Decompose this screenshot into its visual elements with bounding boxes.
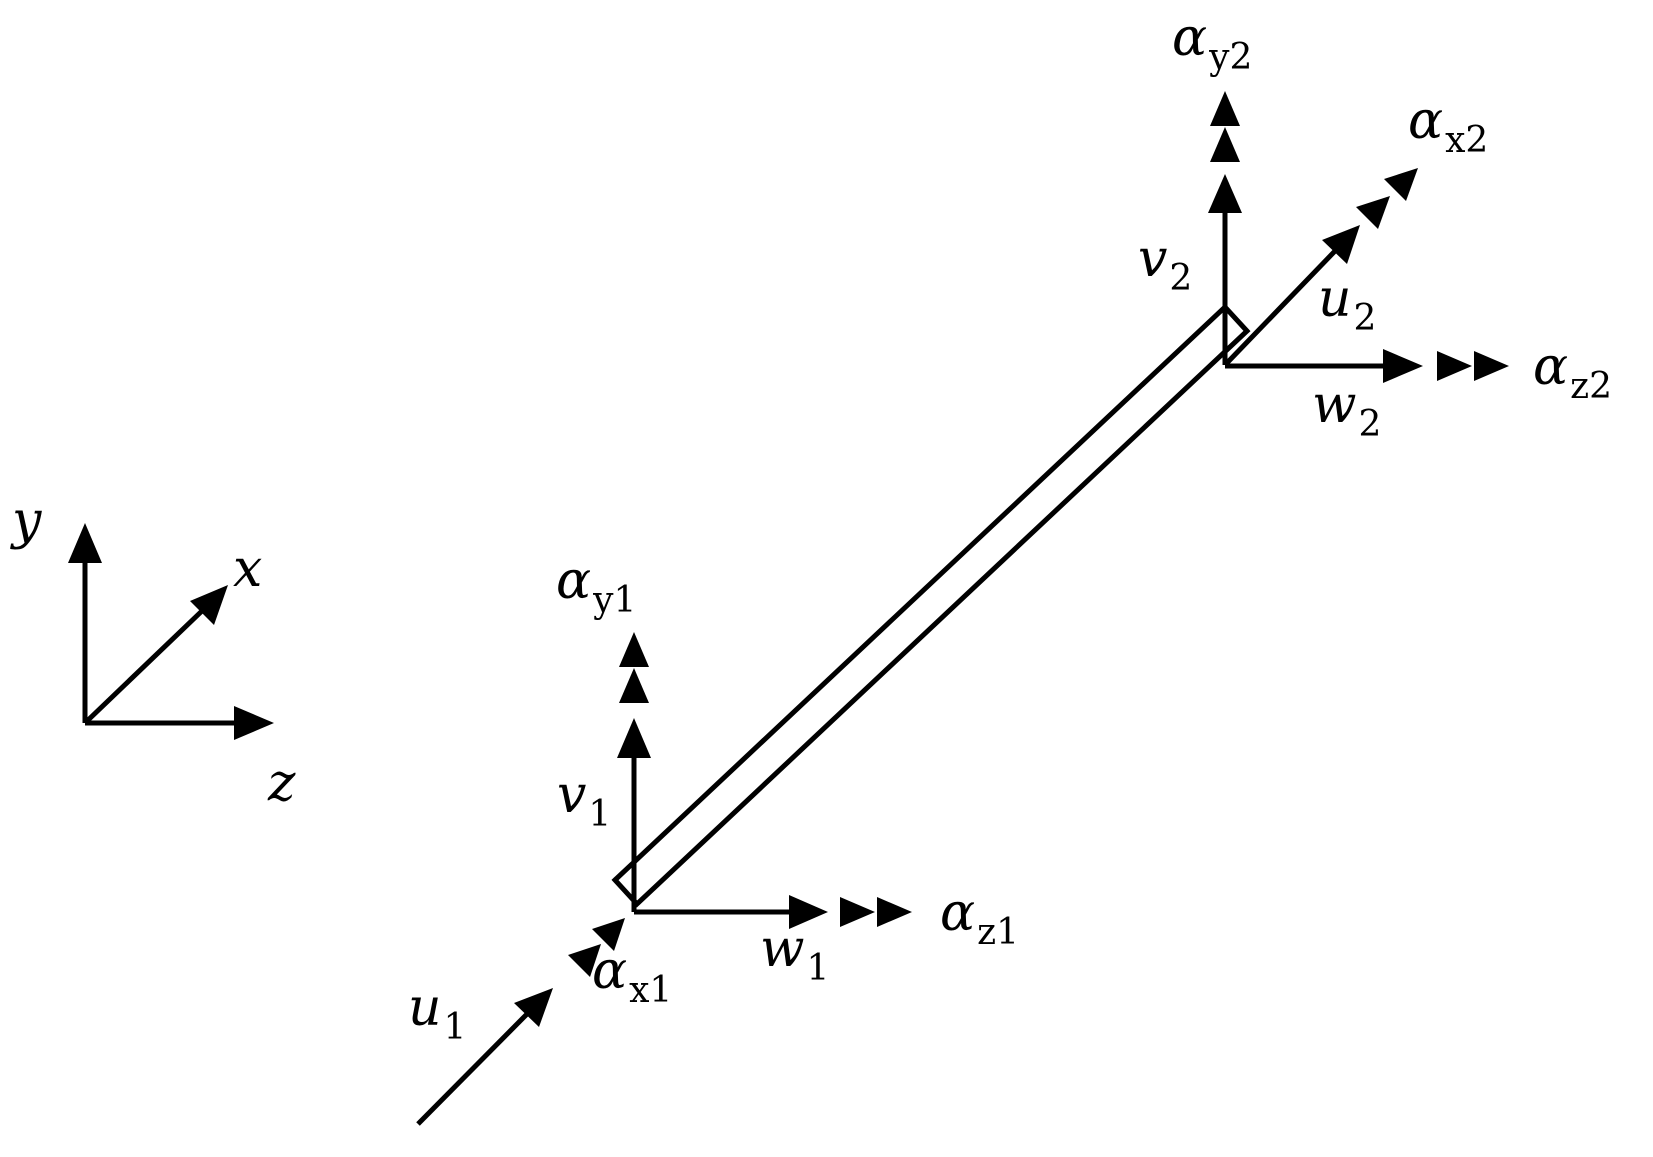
z-axis-label: z bbox=[267, 753, 296, 813]
w1-base: w bbox=[760, 919, 805, 979]
u2-arrow-line bbox=[1223, 249, 1337, 367]
z-axis-arrowhead bbox=[234, 706, 274, 740]
alpha-x1-subscript: x1 bbox=[629, 970, 672, 1011]
node-2-dofs: v2 αy2 w2 αz2 u2 αx2 bbox=[1138, 8, 1612, 445]
alpha-x2-arrowhead-2 bbox=[1384, 168, 1418, 201]
global-axes: y x z bbox=[10, 491, 296, 813]
u1-label: u1 bbox=[408, 978, 466, 1048]
alpha-y1-base: α bbox=[556, 551, 591, 611]
v2-label: v2 bbox=[1138, 229, 1192, 299]
alpha-z2-label: αz2 bbox=[1533, 337, 1612, 407]
u1-subscript: 1 bbox=[444, 1007, 467, 1048]
v2-base: v bbox=[1138, 229, 1167, 289]
x-axis-line bbox=[83, 607, 206, 725]
x-axis-arrowhead bbox=[190, 585, 228, 625]
w2-label: w2 bbox=[1312, 375, 1381, 445]
node-1-dofs: v1 αy1 w1 αz1 u1 αx1 bbox=[408, 551, 1019, 1126]
w1-label: w1 bbox=[760, 919, 829, 989]
alpha-y1-label: αy1 bbox=[556, 551, 636, 621]
alpha-z2-subscript: z2 bbox=[1570, 366, 1612, 407]
v1-base: v bbox=[557, 765, 586, 825]
y-axis-label: y bbox=[10, 491, 42, 551]
alpha-y2-arrowhead-2 bbox=[1210, 91, 1240, 126]
alpha-x1-arrowhead-1 bbox=[568, 944, 601, 977]
v2-arrowhead bbox=[1208, 174, 1242, 213]
u1-arrowhead bbox=[514, 988, 553, 1027]
w2-arrowhead bbox=[1383, 349, 1423, 383]
alpha-x1-label: αx1 bbox=[592, 941, 672, 1011]
alpha-z1-base: α bbox=[940, 883, 975, 943]
alpha-z2-arrowhead-1 bbox=[1437, 351, 1472, 381]
u1-base: u bbox=[408, 978, 442, 1038]
alpha-x1-base: α bbox=[592, 941, 627, 1001]
w1-subscript: 1 bbox=[807, 948, 830, 989]
u2-base: u bbox=[1318, 269, 1352, 329]
u2-subscript: 2 bbox=[1354, 298, 1377, 339]
alpha-x2-subscript: x2 bbox=[1445, 120, 1488, 161]
alpha-z1-subscript: z1 bbox=[977, 912, 1019, 953]
beam-element bbox=[611, 303, 1251, 908]
alpha-y2-base: α bbox=[1172, 8, 1207, 68]
alpha-z2-arrowhead-2 bbox=[1474, 351, 1509, 381]
x-axis-label: x bbox=[233, 539, 262, 599]
v1-subscript: 1 bbox=[588, 794, 611, 835]
alpha-y2-label: αy2 bbox=[1172, 8, 1252, 78]
alpha-y1-arrowhead-1 bbox=[619, 668, 649, 703]
y-axis-arrowhead bbox=[68, 523, 102, 563]
alpha-x2-arrowhead-1 bbox=[1356, 196, 1390, 229]
alpha-x2-base: α bbox=[1408, 91, 1443, 151]
alpha-z2-base: α bbox=[1533, 337, 1568, 397]
alpha-y2-subscript: y2 bbox=[1208, 37, 1252, 78]
v1-label: v1 bbox=[557, 765, 611, 835]
v2-subscript: 2 bbox=[1169, 258, 1192, 299]
alpha-y1-arrowhead-2 bbox=[619, 632, 649, 667]
u1-arrow-line bbox=[416, 1012, 529, 1126]
u2-arrowhead bbox=[1322, 225, 1360, 264]
v1-arrowhead bbox=[617, 718, 651, 758]
w1-arrowhead bbox=[789, 895, 828, 929]
w2-base: w bbox=[1312, 375, 1357, 435]
alpha-z1-label: αz1 bbox=[940, 883, 1019, 953]
alpha-y1-subscript: y1 bbox=[592, 580, 636, 621]
alpha-z1-arrowhead-2 bbox=[877, 897, 912, 927]
alpha-y2-arrowhead-1 bbox=[1210, 127, 1240, 162]
alpha-x2-label: αx2 bbox=[1408, 91, 1488, 161]
alpha-x1-arrowhead-2 bbox=[592, 918, 625, 951]
u2-label: u2 bbox=[1318, 269, 1376, 339]
w2-subscript: 2 bbox=[1359, 404, 1382, 445]
alpha-z1-arrowhead-1 bbox=[840, 897, 875, 927]
